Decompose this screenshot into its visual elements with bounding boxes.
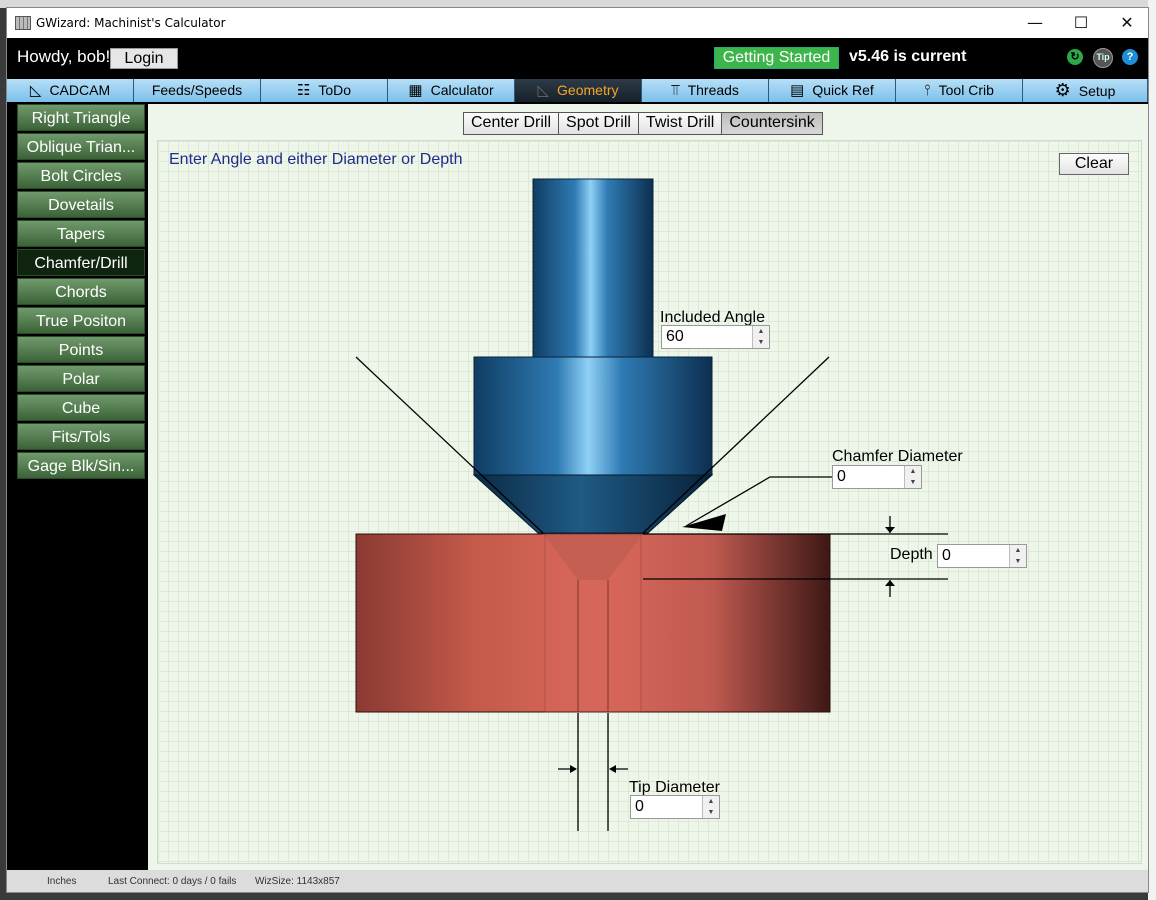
- sidebar-item-polar[interactable]: Polar: [17, 365, 145, 392]
- triangle-ruler-icon: ◺: [30, 79, 42, 102]
- included-angle-input[interactable]: 60 ▲ ▼: [661, 325, 770, 349]
- tool-shank: [533, 179, 653, 357]
- tool-icon: ⫯: [924, 79, 931, 102]
- chamfer-leader-arrowhead: [682, 514, 726, 531]
- chamfer-leader: [686, 477, 834, 526]
- refresh-icon[interactable]: ↻: [1067, 49, 1083, 65]
- tool-body: [474, 357, 712, 475]
- countersink-diagram: [158, 141, 1141, 863]
- maximize-button[interactable]: ☐: [1058, 10, 1104, 36]
- tab-setup[interactable]: ⚙Setup: [1023, 79, 1148, 102]
- tab-feeds-speeds[interactable]: Feeds/Speeds: [134, 79, 261, 102]
- tip-arrowhead-right: [609, 765, 616, 773]
- sidebar-item-true-position[interactable]: True Positon: [17, 307, 145, 334]
- status-last-connect: Last Connect: 0 days / 0 fails: [108, 876, 236, 887]
- status-bar: Inches Last Connect: 0 days / 0 fails Wi…: [7, 870, 1148, 892]
- subtab-countersink[interactable]: Countersink: [722, 112, 822, 135]
- chamfer-diameter-input[interactable]: 0 ▲ ▼: [832, 465, 922, 489]
- app-window: GWizard: Machinist's Calculator — ☐ ✕ Ho…: [6, 7, 1149, 893]
- close-button[interactable]: ✕: [1104, 10, 1150, 36]
- drill-type-tabs: Center Drill Spot Drill Twist Drill Coun…: [463, 112, 823, 133]
- sidebar-item-dovetails[interactable]: Dovetails: [17, 191, 145, 218]
- workpiece: [356, 534, 830, 712]
- geometry-sidebar: Right Triangle Oblique Trian... Bolt Cir…: [17, 104, 145, 481]
- spin-down-icon[interactable]: ▼: [752, 337, 769, 348]
- depth-arrowhead-bottom: [885, 580, 895, 586]
- tab-cadcam[interactable]: ◺CADCAM: [7, 79, 134, 102]
- main-content: Center Drill Spot Drill Twist Drill Coun…: [148, 104, 1148, 870]
- sidebar-item-cube[interactable]: Cube: [17, 394, 145, 421]
- tip-button[interactable]: Tip: [1093, 48, 1113, 68]
- spin-down-icon[interactable]: ▼: [904, 477, 921, 488]
- checklist-icon: ☷: [297, 79, 310, 102]
- tap-icon: ⫪: [671, 79, 679, 102]
- header-bar: Howdy, bob! Login Getting Started v5.46 …: [7, 38, 1148, 77]
- sidebar-item-fits-tols[interactable]: Fits/Tols: [17, 423, 145, 450]
- calculator-icon: ▦: [408, 79, 422, 102]
- chamfer-diameter-label: Chamfer Diameter: [832, 448, 963, 466]
- status-units: Inches: [47, 876, 76, 887]
- subtab-twist-drill[interactable]: Twist Drill: [639, 112, 722, 135]
- tab-tool-crib[interactable]: ⫯Tool Crib: [896, 79, 1023, 102]
- sidebar-item-points[interactable]: Points: [17, 336, 145, 363]
- sidebar-item-tapers[interactable]: Tapers: [17, 220, 145, 247]
- app-icon: [15, 16, 31, 30]
- sidebar-item-chamfer-drill[interactable]: Chamfer/Drill: [17, 249, 145, 276]
- login-button[interactable]: Login: [110, 48, 178, 69]
- gear-icon: ⚙: [1055, 79, 1071, 102]
- tab-calculator[interactable]: ▦Calculator: [388, 79, 515, 102]
- depth-label: Depth: [890, 546, 933, 564]
- subtab-spot-drill[interactable]: Spot Drill: [559, 112, 639, 135]
- tab-threads[interactable]: ⫪Threads: [642, 79, 769, 102]
- countersink-tool: [474, 179, 712, 533]
- tip-diameter-input[interactable]: 0 ▲ ▼: [630, 795, 720, 819]
- desktop-background-right: [1148, 0, 1156, 900]
- main-tabs: ◺CADCAM Feeds/Speeds ☷ToDo ▦Calculator ◺…: [7, 79, 1148, 102]
- version-status: v5.46 is current: [849, 48, 966, 66]
- sidebar-item-right-triangle[interactable]: Right Triangle: [17, 104, 145, 131]
- window-title: GWizard: Machinist's Calculator: [36, 16, 226, 30]
- tip-arrowhead-left: [570, 765, 577, 773]
- spin-down-icon[interactable]: ▼: [702, 807, 719, 818]
- sidebar-item-bolt-circles[interactable]: Bolt Circles: [17, 162, 145, 189]
- book-icon: ▤: [790, 79, 804, 102]
- hole-outline: [545, 534, 641, 712]
- tab-todo[interactable]: ☷ToDo: [261, 79, 388, 102]
- geometry-icon: ◺: [537, 79, 549, 102]
- sidebar-item-chords[interactable]: Chords: [17, 278, 145, 305]
- status-wiz-size: WizSize: 1143x857: [255, 876, 340, 887]
- subtab-center-drill[interactable]: Center Drill: [463, 112, 559, 135]
- spin-down-icon[interactable]: ▼: [1009, 556, 1026, 567]
- minimize-button[interactable]: —: [1012, 10, 1058, 36]
- greeting: Howdy, bob!: [17, 47, 110, 67]
- tool-cone: [474, 475, 712, 533]
- tab-quick-ref[interactable]: ▤Quick Ref: [769, 79, 896, 102]
- depth-arrowhead-top: [885, 527, 895, 533]
- sidebar-item-oblique-triangle[interactable]: Oblique Trian...: [17, 133, 145, 160]
- depth-input[interactable]: 0 ▲ ▼: [937, 544, 1027, 568]
- help-icon[interactable]: ?: [1122, 49, 1138, 65]
- getting-started-button[interactable]: Getting Started: [714, 47, 839, 69]
- tab-geometry[interactable]: ◺Geometry: [515, 79, 642, 102]
- title-bar: GWizard: Machinist's Calculator — ☐ ✕: [7, 8, 1148, 38]
- sidebar-item-gage-block-sine[interactable]: Gage Blk/Sin...: [17, 452, 145, 479]
- countersink-panel: Enter Angle and either Diameter or Depth…: [157, 140, 1142, 864]
